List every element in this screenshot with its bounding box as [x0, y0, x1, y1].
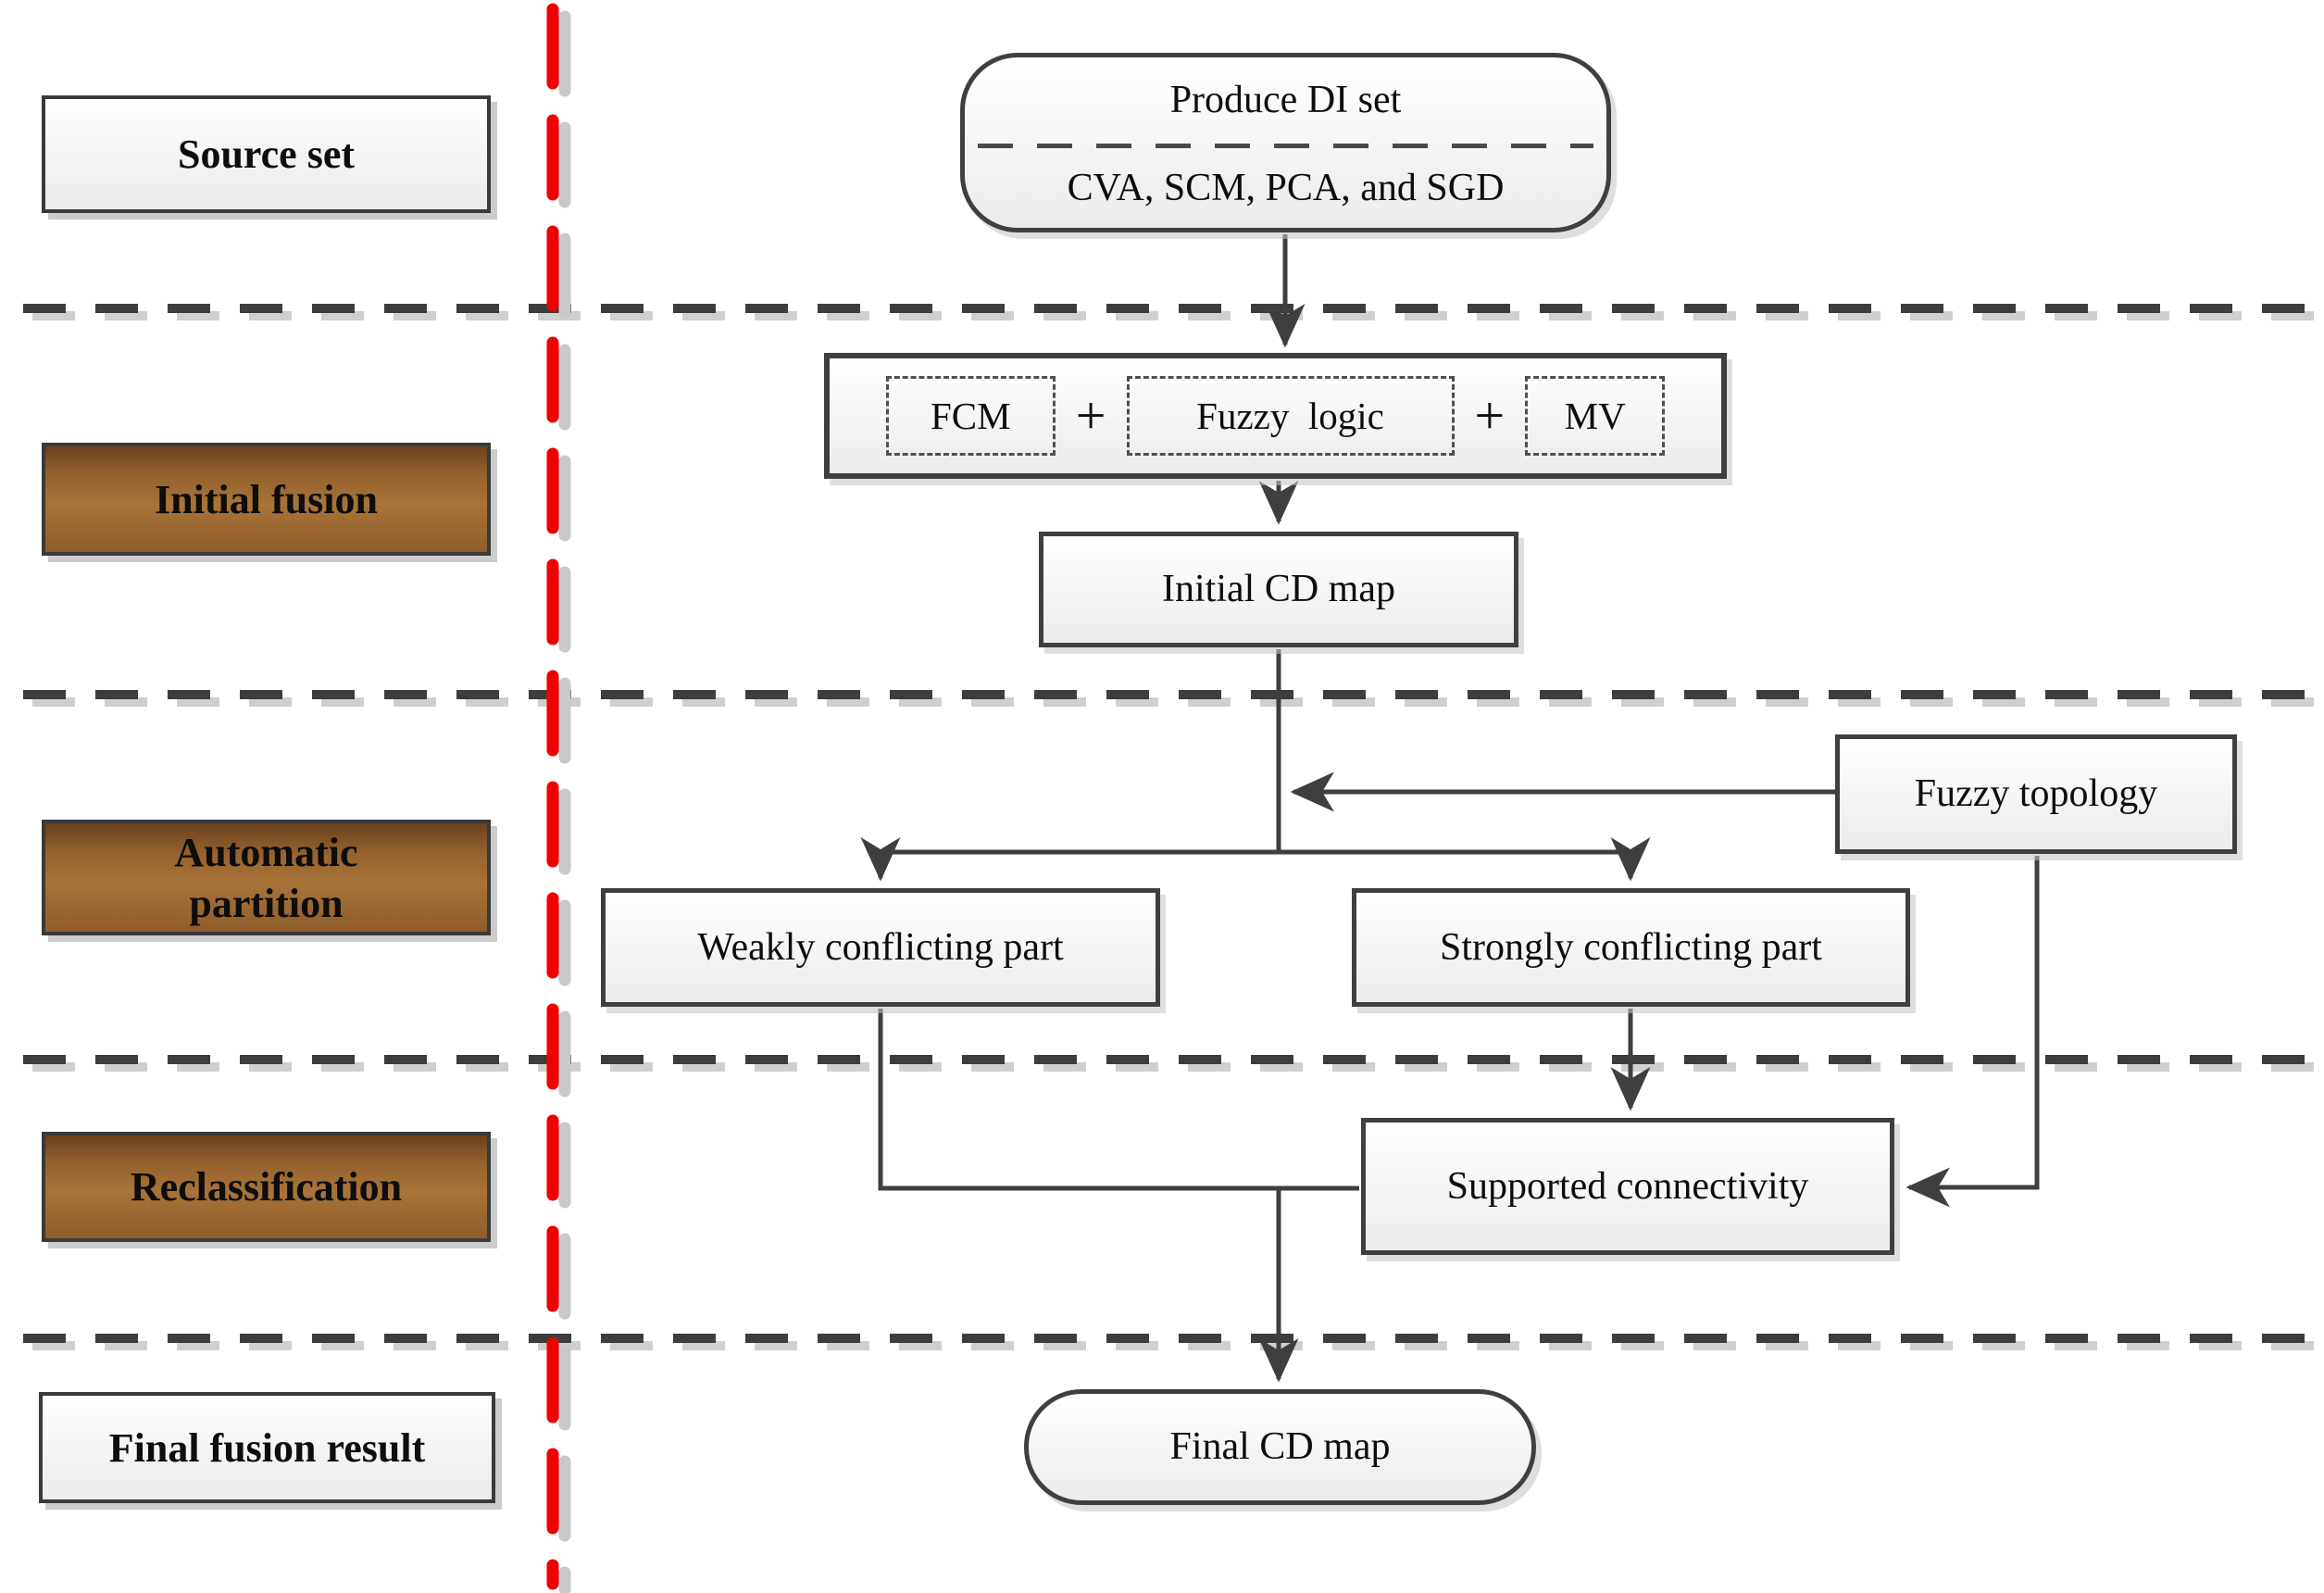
chip-fcm: FCM [885, 376, 1056, 456]
stage-label-initial-fusion: Initial fusion [42, 443, 491, 556]
arrow-topology-to-supported [1905, 856, 2040, 1208]
strongly-conflicting-label: Strongly conflicting part [1440, 925, 1822, 969]
stage-label-text: Final fusion result [108, 1424, 426, 1471]
stage-label-automatic-partition: Automatic partition [42, 820, 491, 935]
node-initial-fusion-methods: FCM + Fuzzy logic + MV [824, 353, 1727, 479]
stage-separators [23, 304, 2315, 1343]
stage-label-source-set: Source set [42, 95, 491, 213]
node-final-cd-map: Final CD map [1024, 1389, 1536, 1505]
stage-label-final-fusion-result: Final fusion result [39, 1392, 495, 1503]
node-strongly-conflicting-part: Strongly conflicting part [1352, 888, 1910, 1007]
chip-mv: MV [1525, 376, 1666, 456]
stage-label-text: Reclassification [130, 1164, 403, 1210]
chip-mv-label: MV [1564, 395, 1626, 437]
plus-operator-1: + [1075, 385, 1106, 445]
produce-di-title-row: Produce DI set [965, 57, 1606, 144]
stage-label-text: Initial fusion [155, 476, 378, 522]
weakly-conflicting-label: Weakly conflicting part [697, 925, 1064, 969]
node-supported-connectivity: Supported connectivity [1361, 1118, 1894, 1255]
stadium-dashed-divider [977, 144, 1594, 148]
produce-di-methods-row: CVA, SCM, PCA, and SGD [965, 148, 1606, 228]
stage-label-text: Source set [177, 132, 356, 177]
fuzzy-topology-label: Fuzzy topology [1914, 772, 2158, 816]
node-initial-cd-map: Initial CD map [1039, 532, 1518, 647]
line-initialmap-branch [881, 649, 1631, 855]
chip-fuzzy-logic: Fuzzy logic [1126, 376, 1455, 456]
node-fuzzy-topology: Fuzzy topology [1835, 734, 2237, 854]
produce-di-methods: CVA, SCM, PCA, and SGD [1067, 166, 1505, 209]
chip-fuzzy-logic-label: Fuzzy logic [1196, 395, 1384, 437]
node-produce-di-set: Produce DI set CVA, SCM, PCA, and SGD [960, 53, 1611, 232]
supported-connectivity-label: Supported connectivity [1446, 1164, 1809, 1208]
stage-label-text: Automatic partition [174, 829, 358, 926]
line-weakly-merge [878, 1009, 1359, 1191]
node-weakly-conflicting-part: Weakly conflicting part [601, 888, 1160, 1007]
final-cd-map-label: Final CD map [1169, 1425, 1391, 1469]
stage-separator-shadows [32, 311, 2322, 1350]
chip-fcm-label: FCM [930, 395, 1011, 437]
initial-cd-map-label: Initial CD map [1162, 568, 1395, 611]
plus-operator-2: + [1474, 385, 1506, 445]
stage-label-reclassification: Reclassification [42, 1132, 491, 1242]
produce-di-title: Produce DI set [1169, 79, 1402, 122]
